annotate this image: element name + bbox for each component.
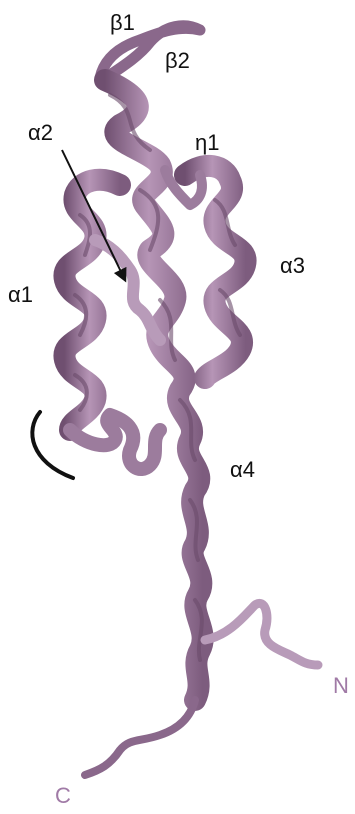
label-beta1: β1 [110,10,135,35]
label-alpha2: α2 [28,120,53,145]
n-terminal-tail [205,603,318,665]
label-c-terminus: C [55,783,71,808]
label-alpha1: α1 [8,282,33,307]
label-beta2: β2 [165,48,190,73]
label-eta1: η1 [195,130,219,155]
label-alpha4: α4 [230,457,255,482]
helix-alpha1 [64,180,120,430]
label-alpha3: α3 [280,253,305,278]
protein-ribbon [64,26,318,775]
label-n-terminus: N [333,673,349,698]
c-terminal-tail [85,700,195,775]
